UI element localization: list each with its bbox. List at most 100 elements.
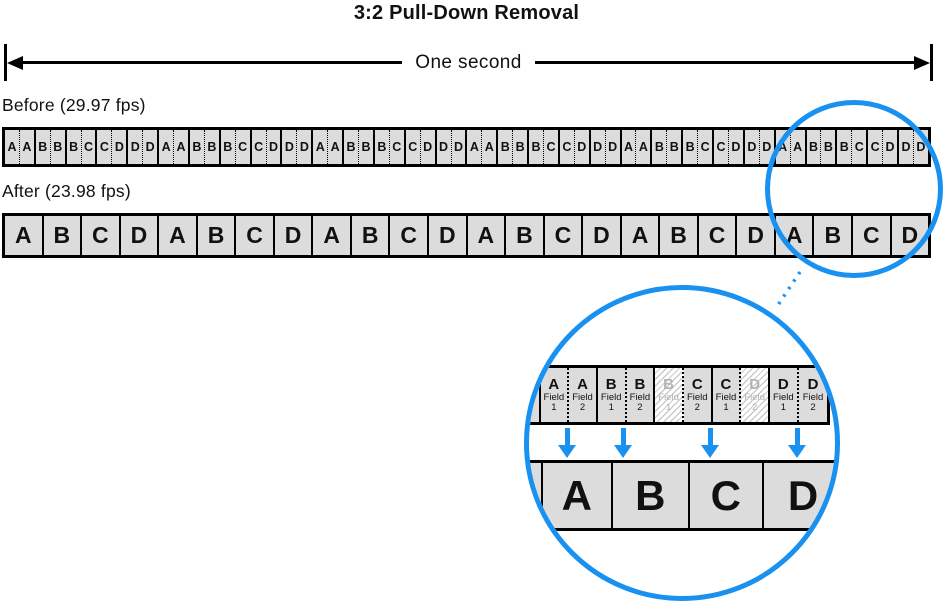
timeline-right-endbar: [930, 44, 933, 81]
before-field-cell: A: [5, 130, 20, 164]
partial-cell: [529, 463, 543, 528]
after-frame-cell: D: [275, 216, 314, 255]
before-field-cell: A: [638, 140, 648, 154]
before-field-cell: A: [22, 140, 32, 154]
before-field-cell: B: [652, 130, 668, 164]
before-field-cell: B: [683, 130, 699, 164]
before-field-cell: C: [700, 140, 710, 154]
magnifier-source-circle: [765, 100, 943, 278]
field-letter: A: [577, 375, 588, 393]
after-frame-cell: A: [468, 216, 507, 255]
before-field-cell: C: [238, 140, 248, 154]
before-field-cell: C: [546, 140, 556, 154]
before-label: Before (29.97 fps): [2, 95, 146, 115]
field-number: 1: [780, 402, 786, 414]
detail-frame-cell: C: [690, 463, 764, 528]
before-field-cell: D: [591, 130, 606, 164]
before-field-cell: D: [282, 130, 298, 164]
after-frame-cell: B: [198, 216, 237, 255]
arrowhead-right-icon: [914, 55, 930, 70]
before-field-cell: A: [176, 140, 186, 154]
down-arrow-icon: [701, 428, 719, 458]
after-frame-cell: C: [236, 216, 275, 255]
before-field-cell: D: [145, 140, 155, 154]
after-frame-cell: B: [660, 216, 699, 255]
magnifier-connector-dotted-line: [776, 271, 802, 306]
field-label: Field: [773, 392, 794, 404]
after-frame-cell: B: [506, 216, 545, 255]
before-field-cell: D: [299, 140, 309, 154]
before-field-cell: A: [622, 130, 637, 164]
before-field-cell: B: [67, 130, 82, 164]
after-label: After (23.98 fps): [2, 181, 131, 201]
before-field-cell: C: [406, 130, 421, 164]
field-number: 1: [608, 402, 614, 414]
field-letter: B: [663, 375, 675, 393]
field-letter: A: [548, 375, 560, 393]
before-field-cell: D: [437, 130, 452, 164]
page-title: 3:2 Pull-Down Removal: [353, 2, 580, 24]
before-field-cell: C: [392, 140, 402, 154]
timeline-line-left: [23, 61, 403, 64]
field-label: Field: [686, 392, 708, 404]
field-number: 2: [579, 402, 586, 414]
field-label: Field: [572, 392, 593, 404]
after-frame-cell: C: [545, 216, 584, 255]
after-frame-cell: D: [429, 216, 468, 255]
before-field-cell: B: [36, 130, 51, 164]
before-field-cell: B: [515, 140, 525, 154]
field-label: Field: [744, 392, 765, 404]
down-arrow-icon: [614, 428, 632, 458]
before-field-cell: B: [207, 140, 217, 154]
field-label: Field: [802, 392, 824, 404]
after-frame-cell: C: [82, 216, 121, 255]
down-arrow-icon: [558, 428, 576, 458]
detail-frame-cell: B: [613, 463, 690, 528]
field-number: 2: [752, 402, 758, 414]
after-frame-cell: C: [699, 216, 738, 255]
before-field-cell: C: [97, 130, 113, 164]
field-letter: C: [691, 375, 703, 393]
after-frame-cell: D: [583, 216, 622, 255]
one-second-timeline: One second: [4, 44, 933, 81]
before-field-cell: D: [745, 130, 760, 164]
before-field-cell: D: [268, 140, 279, 154]
before-field-cell: B: [53, 140, 63, 154]
field-number: 1: [551, 402, 557, 414]
before-field-cell: C: [560, 130, 575, 164]
before-field-cell: C: [714, 130, 729, 164]
after-frame-cell: C: [390, 216, 430, 255]
before-field-cell: D: [731, 140, 741, 154]
before-field-cell: D: [453, 140, 463, 154]
after-frame-cell: D: [121, 216, 160, 255]
before-field-cell: D: [577, 140, 587, 154]
field-label: Field: [658, 392, 679, 404]
after-frame-cell: A: [159, 216, 198, 255]
before-field-cell: A: [467, 130, 483, 164]
field-number: 2: [637, 402, 643, 414]
